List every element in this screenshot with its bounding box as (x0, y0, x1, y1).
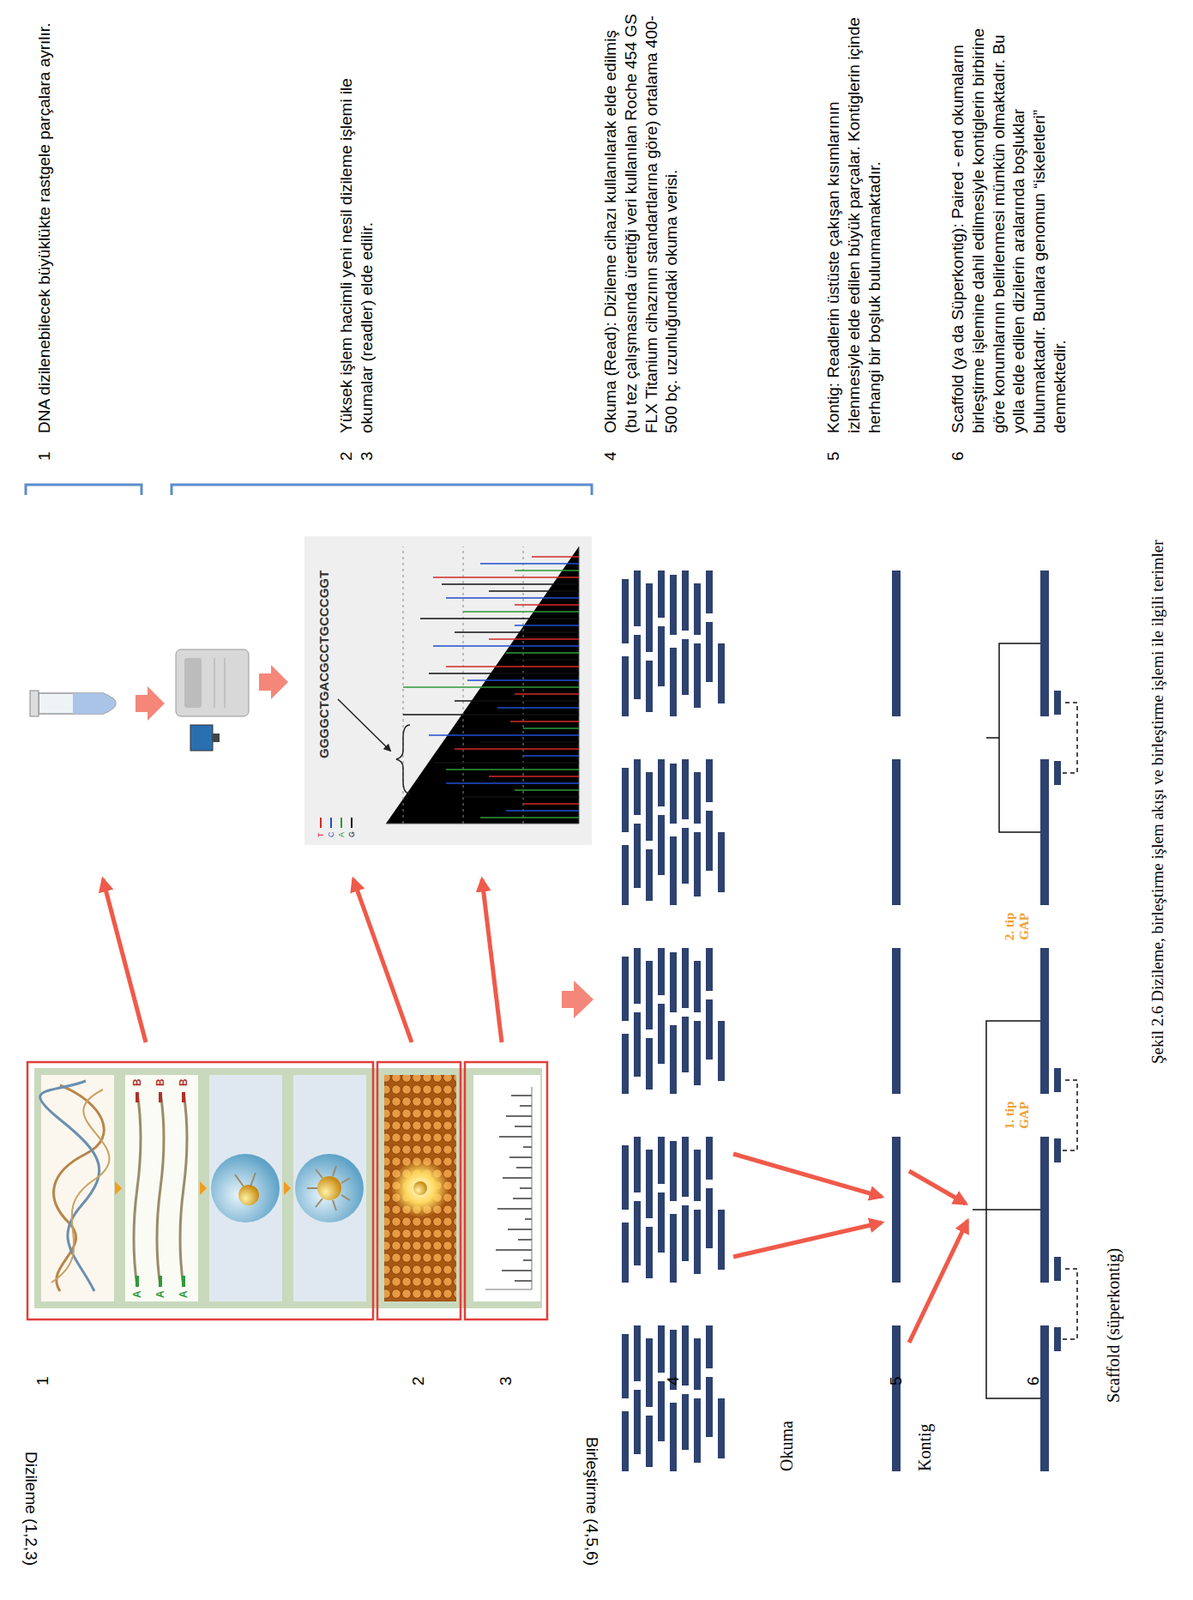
adapter-letter: B (177, 1078, 191, 1086)
row-number: 2 (408, 1375, 429, 1386)
chromatogram (304, 536, 592, 845)
sequencer (175, 649, 249, 751)
sample-tube (30, 690, 116, 717)
strip-arrows (102, 879, 502, 1043)
section-label: Birleştirme (4,5,6) (581, 1436, 603, 1566)
contigs (891, 570, 901, 1471)
flow-arrow (135, 686, 165, 721)
adapter-letter: A (131, 1289, 145, 1298)
item-text: Scaffold (ya da Süperkontig): Paired - e… (947, 12, 1071, 434)
base-legend: A (337, 831, 346, 838)
contig-arrows (909, 1170, 968, 1343)
base-legend: G (348, 831, 356, 838)
sequencing-strip (27, 1061, 548, 1320)
item-number: 5 (823, 451, 844, 461)
base-legend: C (327, 831, 336, 838)
item-number: 4 (600, 451, 621, 461)
read-arrows (733, 1153, 882, 1257)
adapter-letter: B (131, 1078, 145, 1086)
item-text: DNA dizilenebilecek büyüklükte rastgele … (34, 12, 55, 434)
item-number: 1 (34, 451, 55, 461)
paired-end-links (1062, 702, 1078, 1339)
scaffold-tree (972, 643, 1041, 1398)
item-number: 3 (356, 451, 378, 461)
item-text: Yüksek işlem hacimli yeni nesil dizileme… (336, 12, 378, 434)
item-text: Okuma (Read): Dizileme cihazı kullanılar… (600, 12, 682, 434)
adapter-letter: A (177, 1289, 191, 1298)
item-brackets (25, 484, 592, 495)
base-legend: T (317, 832, 326, 838)
row-number: 6 (1023, 1375, 1044, 1386)
figure-caption: Şekil 2.6 Dizileme, birleştirme işlem ak… (1147, 539, 1169, 1064)
item-number: 2 (336, 451, 357, 461)
section-label: Dizileme (1,2,3) (20, 1451, 42, 1566)
gap-label: 1. tip GAP (1002, 1092, 1033, 1138)
flow-arrow (561, 980, 594, 1019)
scaffold-contigs (1040, 570, 1061, 1471)
adapter-letter: A (154, 1289, 168, 1298)
row-number: 5 (885, 1375, 907, 1386)
flow-arrow (259, 664, 289, 699)
base-sequence: GGGGCTGACGCCTGCCCGGT (316, 570, 333, 759)
item-number: 6 (947, 451, 969, 461)
item-text: Kontig: Readlerin üstüste çakışan kısıml… (823, 12, 885, 434)
gap-label: 2. tip GAP (1002, 903, 1033, 949)
term-label: Okuma (776, 1420, 798, 1471)
row-number: 1 (32, 1375, 54, 1386)
row-number: 3 (495, 1375, 517, 1386)
term-label: Scaffold (süperkontig) (1102, 1247, 1125, 1403)
row-number: 4 (662, 1375, 684, 1386)
read-stacks (621, 570, 725, 1471)
adapter-letter: B (154, 1078, 168, 1086)
term-label: Kontig (914, 1422, 936, 1471)
